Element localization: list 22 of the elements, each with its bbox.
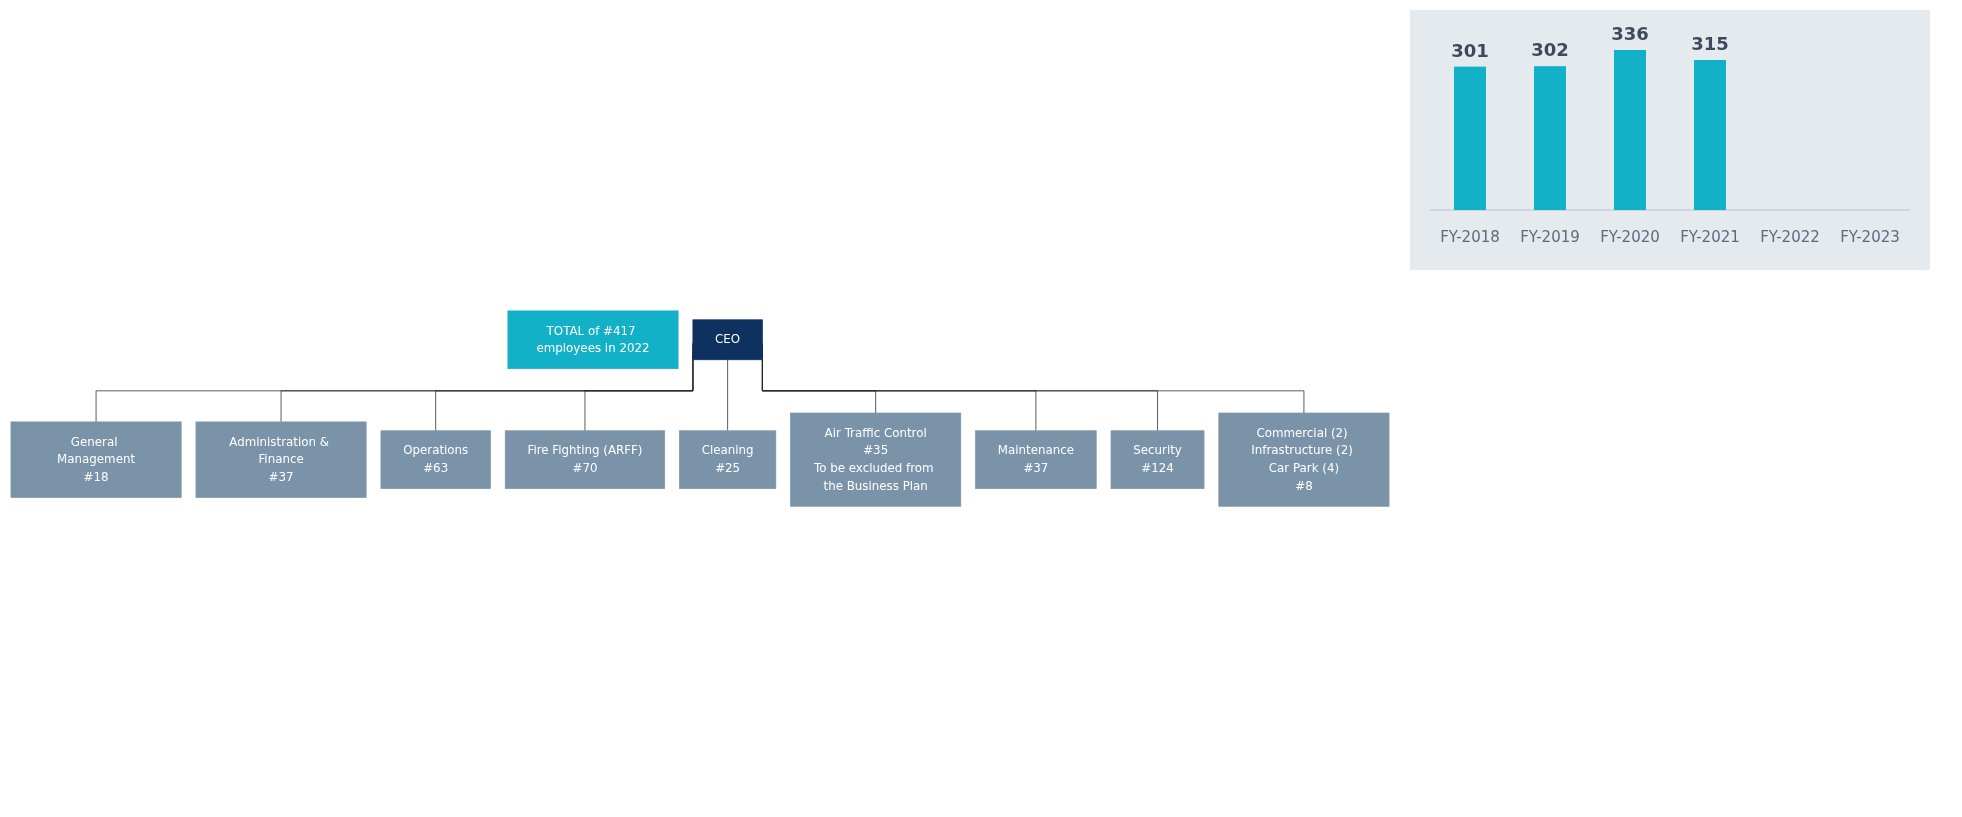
value-label: 302 [1531,39,1569,61]
category-label: FY-2022 [1760,228,1820,246]
value-label: 315 [1691,33,1729,54]
connector [727,359,728,432]
category-label: FY-2023 [1840,228,1900,246]
node-box: TOTAL of #417 employees in 2022 [507,310,679,369]
category-label: FY-2020 [1600,228,1660,246]
value-label: 301 [1451,39,1489,61]
node-box: General Management #18 [10,421,182,498]
node-box: Operations #63 [380,430,491,489]
node-box: Commercial (2) Infrastructure (2) Car Park (4) #8 [1218,412,1390,507]
node-box: Cleaning #25 [679,430,777,489]
node-box: Security #124 [1110,430,1205,489]
category-label: FY-2021 [1680,228,1740,246]
category-label: FY-2019 [1520,228,1580,246]
node-box: Air Traffic Control #35 To be excluded from the Business Plan [790,412,962,507]
node-box: Administration & Finance #37 [195,421,367,498]
node-box: Fire Fighting (ARFF) #70 [504,430,666,489]
node-box: CEO [692,319,763,361]
category-label: FY-2018 [1440,228,1500,246]
value-label: 336 [1611,23,1649,44]
node-box: Maintenance #37 [975,430,1097,489]
